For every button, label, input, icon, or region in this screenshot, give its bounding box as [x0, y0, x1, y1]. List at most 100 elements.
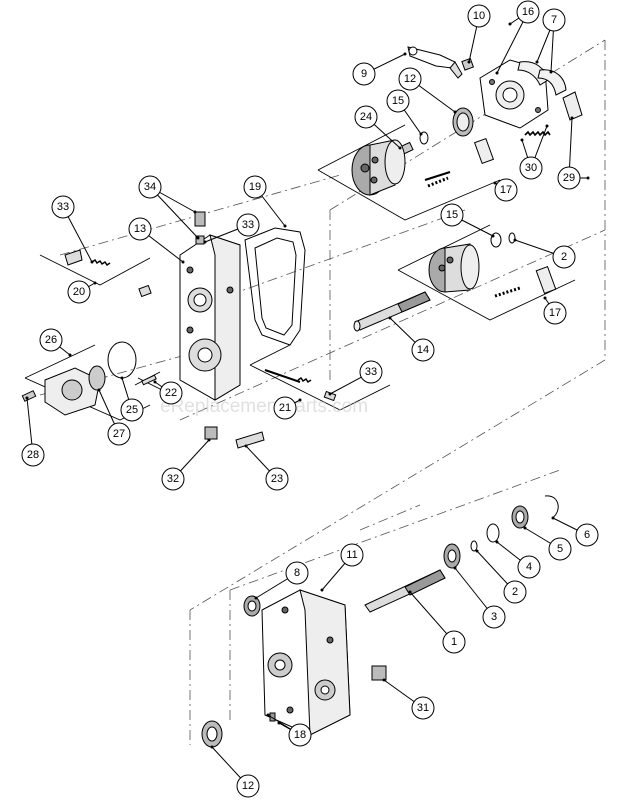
part-9-shift-arm — [407, 46, 463, 79]
callout-label: 11 — [346, 549, 357, 561]
leader-tip — [523, 526, 527, 530]
callout-circle — [543, 301, 567, 325]
watermark: eReplacementParts.com — [160, 396, 368, 417]
callout-label: 4 — [526, 561, 532, 573]
callout-13: 13 — [128, 217, 185, 264]
leader-tip — [475, 549, 479, 553]
leader-tip — [298, 398, 302, 402]
callout-label: 31 — [417, 702, 429, 714]
leader-tip — [244, 444, 248, 448]
callout-20: 20 — [67, 280, 97, 304]
part-13-center-section — [179, 211, 241, 401]
callout-26: 26 — [39, 328, 72, 357]
leader-tip — [97, 388, 101, 392]
leader-tip — [495, 540, 499, 544]
callout-label: 10 — [473, 10, 485, 22]
callout-circle — [243, 175, 267, 199]
leader-tip — [453, 110, 457, 114]
part-2-ring-lower — [470, 540, 478, 552]
callout-30: 30 — [519, 124, 549, 180]
callout-22: 22 — [153, 380, 183, 405]
callout-circle — [557, 166, 581, 190]
callout-label: 3 — [491, 611, 497, 623]
leader-tip — [570, 116, 574, 120]
callout-label: 6 — [584, 529, 590, 541]
callout-31: 31 — [382, 678, 435, 720]
callout-15: 15 — [386, 89, 423, 136]
callout-21: 21 — [273, 396, 302, 420]
callout-18: 18 — [266, 713, 312, 747]
leader-tip — [90, 260, 94, 264]
callout-circle — [519, 156, 543, 180]
leader-tip — [513, 238, 517, 242]
leader-tip — [153, 380, 157, 384]
callout-circle — [285, 561, 309, 585]
part-20-valve-assembly — [64, 249, 152, 298]
part-17-pump-cylinder-lower — [428, 243, 557, 298]
leader-tip — [493, 181, 497, 185]
callout-33: 33 — [203, 213, 260, 244]
callout-12: 12 — [210, 745, 260, 798]
callout-label: 20 — [73, 286, 85, 298]
callout-circle — [411, 696, 435, 720]
callout-circle — [159, 381, 183, 405]
callout-circle — [440, 203, 464, 227]
callout-label: 19 — [249, 181, 261, 193]
callout-circle — [467, 4, 491, 28]
callout-label: 27 — [113, 428, 125, 440]
leader-tip — [551, 516, 555, 520]
callout-7: 7 — [535, 8, 566, 74]
callout-label: 7 — [551, 14, 557, 26]
callout-17: 17 — [493, 178, 518, 202]
callout-label: 32 — [167, 473, 179, 485]
callout-circle — [386, 89, 410, 113]
part-15-snap-ring-lower — [490, 232, 502, 248]
part-16-housing — [479, 59, 549, 129]
part-10-nut — [461, 57, 475, 71]
callout-label: 16 — [522, 6, 534, 18]
leader-tip — [508, 22, 512, 26]
part-31-plug — [371, 665, 387, 681]
callout-label: 12 — [404, 73, 416, 85]
callout-circle — [503, 580, 527, 604]
part-28-screw — [21, 390, 37, 402]
callout-2: 2 — [513, 238, 576, 269]
callout-label: 17 — [500, 184, 512, 196]
callout-label: 9 — [361, 68, 367, 80]
callout-19: 19 — [243, 175, 287, 228]
part-27-seal — [88, 365, 106, 391]
callout-circle — [352, 62, 376, 86]
callout-label: 23 — [271, 473, 283, 485]
leader-tip — [320, 588, 324, 592]
leader-tip — [388, 316, 392, 320]
leader-tip — [408, 590, 412, 594]
leader-tip — [193, 210, 197, 214]
callout-label: 22 — [165, 387, 177, 399]
callout-33: 33 — [51, 195, 94, 264]
callout-circle — [354, 105, 378, 129]
callout-circle — [161, 467, 185, 491]
leader-tip — [181, 260, 185, 264]
callout-circle — [340, 543, 364, 567]
leader-tip — [535, 60, 539, 64]
callout-circle — [442, 630, 466, 654]
leader-tip — [453, 566, 457, 570]
callout-circle — [517, 555, 541, 579]
leader-tip — [419, 132, 423, 136]
callout-circle — [516, 0, 540, 24]
callout-circle — [548, 537, 572, 561]
callout-label: 1 — [451, 636, 457, 648]
part-7-pads — [517, 61, 567, 96]
group-brackets — [24, 124, 576, 421]
part-22-pin — [141, 374, 157, 386]
leader-tip — [196, 236, 200, 240]
callout-34: 34 — [138, 175, 200, 240]
part-23-bolt — [235, 431, 265, 449]
callout-circle — [398, 67, 422, 91]
callout-circle — [542, 8, 566, 32]
callout-circle — [273, 396, 297, 420]
callout-6: 6 — [551, 516, 599, 547]
callout-label: 29 — [563, 172, 575, 184]
